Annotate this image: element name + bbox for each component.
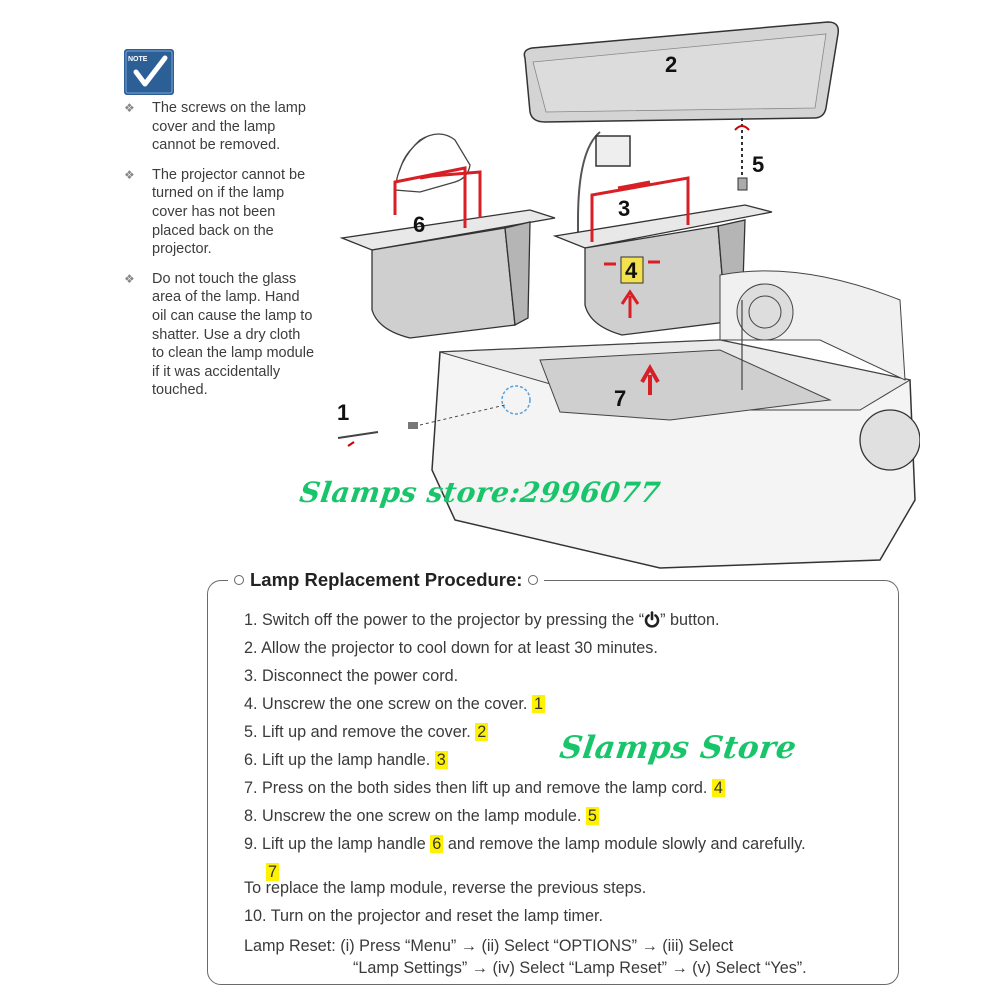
- title-dot-right: [528, 575, 538, 585]
- callout-3: 3: [618, 196, 630, 221]
- callout-5: 5: [752, 152, 764, 177]
- callout-6: 6: [413, 212, 425, 237]
- bullet-icon: ❖: [124, 270, 135, 289]
- bullet-icon: ❖: [124, 166, 135, 185]
- step-item: 3. Disconnect the power cord.: [244, 662, 894, 690]
- step-10: 10. Turn on the projector and reset the …: [244, 907, 603, 926]
- callout-2: 2: [665, 52, 677, 77]
- note-item: ❖Do not touch the glass area of the lamp…: [124, 270, 314, 400]
- watermark: Slamps Store: [557, 730, 798, 766]
- note-icon: NOTE: [123, 48, 175, 96]
- watermark: Slamps store:2996077: [298, 476, 663, 509]
- lamp-reset-line-2: “Lamp Settings” → (iv) Select “Lamp Rese…: [353, 959, 807, 978]
- step-tag: 4: [712, 779, 725, 797]
- step-tag: 6: [430, 835, 443, 853]
- step-item: 4. Unscrew the one screw on the cover. 1: [244, 690, 894, 718]
- lamp-cover-drawing: [524, 22, 838, 122]
- screw-drawing: [735, 118, 749, 190]
- note-icon-label: NOTE: [128, 56, 148, 63]
- note-item: ❖The screws on the lamp cover and the la…: [124, 99, 314, 155]
- note-item: ❖The projector cannot be turned on if th…: [124, 166, 314, 259]
- lamp-module-left: [342, 168, 555, 338]
- procedure-header: Lamp Replacement Procedure:: [228, 566, 544, 594]
- lamp-reset-line-1: Lamp Reset: (i) Press “Menu” → (ii) Sele…: [244, 937, 733, 956]
- callout-7: 7: [614, 386, 626, 411]
- power-icon: [644, 611, 660, 628]
- step-item: 8. Unscrew the one screw on the lamp mod…: [244, 802, 894, 830]
- step-tag: 5: [586, 807, 599, 825]
- step-item: 7. Press on the both sides then lift up …: [244, 774, 894, 802]
- callout-4: 4: [625, 258, 638, 283]
- callout-1: 1: [337, 400, 349, 425]
- title-dot-left: [234, 575, 244, 585]
- bullet-icon: ❖: [124, 99, 135, 118]
- step-tag: 1: [532, 695, 545, 713]
- step-tag: 2: [475, 723, 488, 741]
- step-item: 1. Switch off the power to the projector…: [244, 606, 894, 634]
- hand-drawing: [395, 134, 470, 192]
- step-tag: 3: [435, 751, 448, 769]
- step-item: 9. Lift up the lamp handle 6 and remove …: [244, 830, 894, 858]
- replace-note: To replace the lamp module, reverse the …: [244, 879, 646, 898]
- note-list: ❖The screws on the lamp cover and the la…: [124, 99, 314, 411]
- procedure-title: Lamp Replacement Procedure:: [250, 569, 522, 591]
- step-item: 2. Allow the projector to cool down for …: [244, 634, 894, 662]
